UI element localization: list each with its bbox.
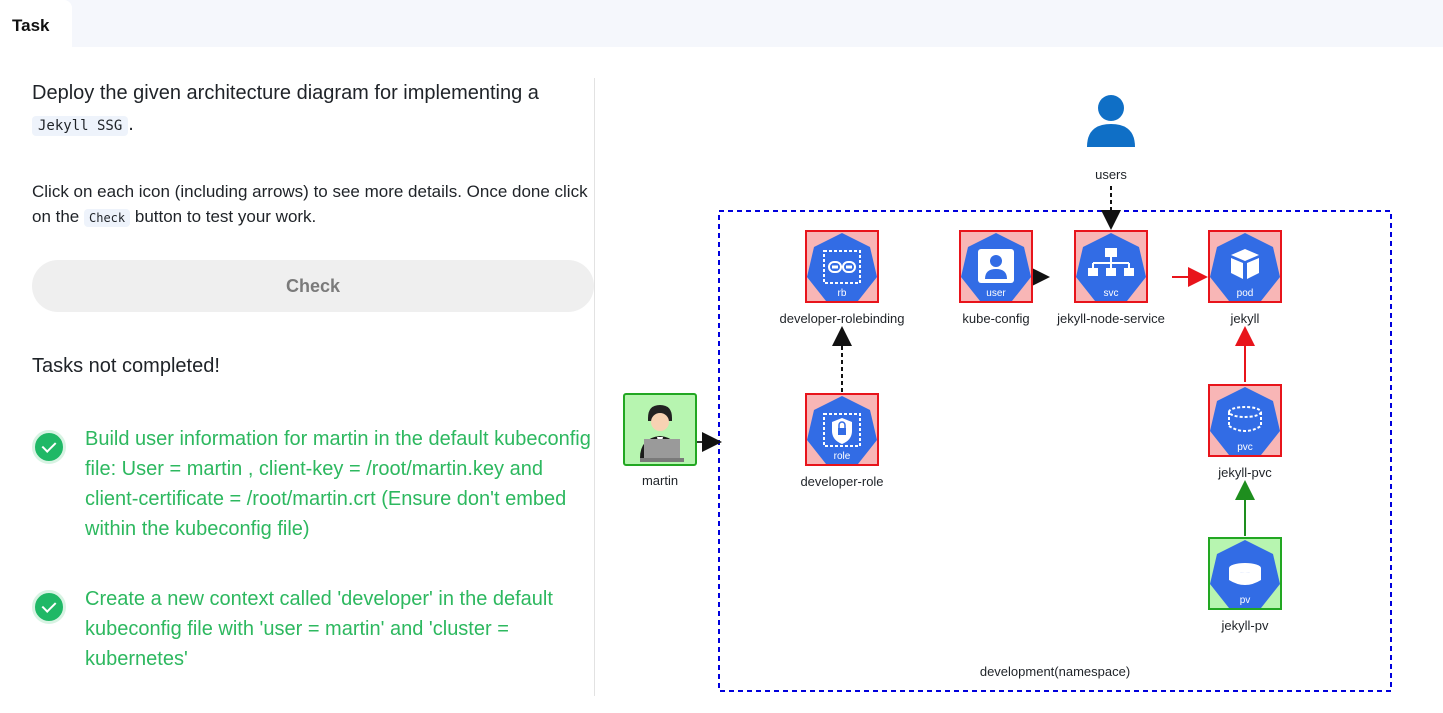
task-item-text: Create a new context called 'developer' … [85, 588, 553, 670]
task-hint: Click on each icon (including arrows) to… [32, 179, 594, 231]
architecture-diagram: development(namespace) users martin [596, 60, 1443, 710]
rb-badge: rb [838, 288, 847, 299]
martin-node[interactable] [623, 393, 697, 466]
pvc-node[interactable]: pvc [1208, 384, 1282, 457]
hint-code: Check [84, 209, 131, 227]
role-label: developer-role [800, 474, 883, 489]
service-label: jekyll-node-service [1056, 311, 1165, 326]
pv-label: jekyll-pv [1221, 618, 1269, 633]
pod-node[interactable]: pod [1208, 230, 1282, 303]
rolebinding-label: developer-rolebinding [779, 311, 904, 326]
user-label: kube-config [962, 311, 1029, 326]
task-item: Create a new context called 'developer' … [32, 584, 595, 674]
intro-code: Jekyll SSG [32, 116, 129, 136]
hint-text-end: button to test your work. [134, 207, 317, 226]
pvc-badge: pvc [1237, 442, 1253, 453]
user-badge: user [986, 288, 1006, 299]
users-label: users [1095, 167, 1127, 182]
intro-text: Deploy the given architecture diagram fo… [32, 82, 539, 104]
task-panel: Deploy the given architecture diagram fo… [32, 78, 594, 670]
checkmark-icon [32, 430, 66, 464]
users-icon[interactable] [1087, 95, 1135, 147]
check-button[interactable]: Check [32, 260, 594, 312]
pv-node[interactable]: pv [1208, 537, 1282, 610]
role-node[interactable]: role [805, 393, 879, 466]
intro-end: . [128, 113, 134, 135]
task-item: Build user information for martin in the… [32, 424, 595, 544]
svc-badge: svc [1104, 288, 1119, 299]
role-badge: role [834, 451, 851, 462]
hint-text: Click on each icon (including arrows) to… [32, 182, 588, 226]
namespace-label: development(namespace) [980, 664, 1130, 679]
task-item-text: Build user information for martin in the… [85, 428, 591, 540]
pvc-label: jekyll-pvc [1217, 465, 1272, 480]
user-node[interactable]: user [959, 230, 1033, 303]
checkmark-icon [32, 590, 66, 624]
panel-divider [594, 78, 595, 696]
pod-label: jekyll [1230, 311, 1260, 326]
martin-label: martin [642, 473, 678, 488]
tab-bar: Task [0, 0, 1443, 47]
rolebinding-node[interactable]: rb [805, 230, 879, 303]
task-status: Tasks not completed! [32, 355, 220, 377]
tab-task[interactable]: Task [0, 0, 72, 47]
service-node[interactable]: svc [1074, 230, 1148, 303]
pod-badge: pod [1237, 288, 1254, 299]
task-intro: Deploy the given architecture diagram fo… [32, 78, 594, 142]
pv-badge: pv [1240, 595, 1251, 606]
